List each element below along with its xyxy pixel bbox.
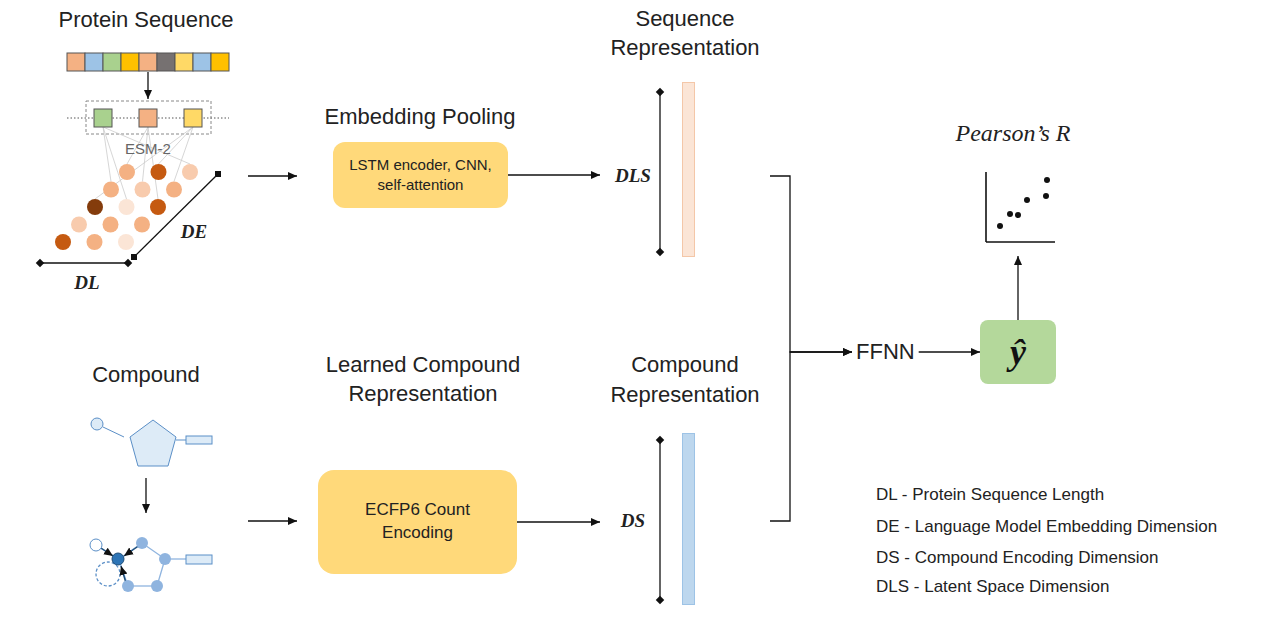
output-box: ŷ	[980, 320, 1056, 384]
connector-arrow	[517, 521, 600, 522]
connector-arrow	[919, 351, 980, 352]
connector-arrow	[508, 174, 600, 175]
connector-arrow	[770, 352, 852, 521]
plot-title: Pearson’s R	[950, 116, 1076, 150]
process-box: Embedding PoolingLSTM encoder, CNN, self…	[300, 102, 540, 208]
illustration-title: Compound	[92, 362, 200, 388]
box-heading: Embedding Pooling	[305, 102, 535, 131]
box-heading: Learned Compound Representation	[303, 350, 543, 408]
scatter-plot: Pearson’s R	[950, 116, 1076, 256]
rounded-box: LSTM encoder, CNN, self-attention	[333, 142, 508, 208]
output-symbol: ŷ	[1010, 332, 1026, 372]
illustration-title: Protein Sequence	[59, 7, 234, 33]
legend-text: DE - Language Model Embedding Dimension	[876, 517, 1217, 537]
legend-text: DL - Protein Sequence Length	[876, 485, 1104, 505]
connector-arrow	[770, 176, 852, 352]
box-text: LSTM encoder, CNN, self-attention	[346, 155, 496, 196]
dimension-label: DL	[73, 272, 100, 294]
connector-arrow	[1017, 256, 1018, 320]
vector-heading: Sequence Representation	[600, 4, 770, 62]
dimension-label: DLS	[614, 165, 652, 187]
vector-bar: Compound Representation	[600, 350, 770, 608]
box-text: ECFP6 Count Encoding	[348, 499, 488, 545]
vector-bar: Sequence Representation	[600, 4, 770, 260]
legend-text: DS - Compound Encoding Dimension	[876, 548, 1159, 568]
legend-text: DLS - Latent Space Dimension	[876, 577, 1109, 597]
dimension-label: DE	[180, 221, 208, 243]
model-label: FFNN	[852, 337, 919, 367]
model-name: ESM-2	[125, 140, 171, 157]
vector-heading: Compound Representation	[600, 350, 770, 410]
vector-bar-fill	[682, 433, 695, 605]
process-box: Learned Compound RepresentationECFP6 Cou…	[298, 350, 548, 574]
rounded-box: ECFP6 Count Encoding	[318, 470, 517, 574]
vector-bar-fill	[682, 82, 695, 257]
model-name: FFNN	[852, 337, 919, 367]
dimension-label: DS	[620, 510, 646, 532]
